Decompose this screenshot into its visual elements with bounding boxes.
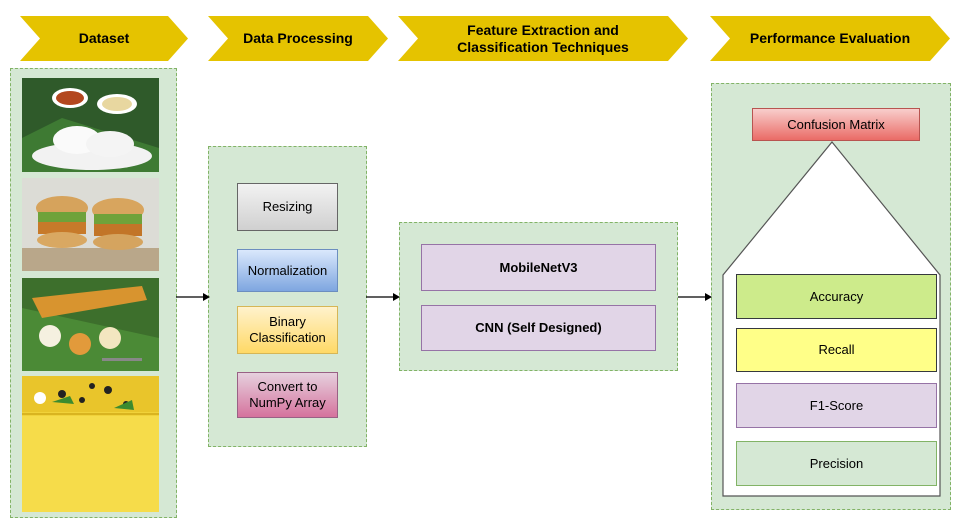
arrow-processing-to-models [366,293,400,301]
mobilenet-box: MobileNetV3 [421,244,656,291]
stage-performance-chevron: Performance Evaluation [710,16,950,61]
cnn-label: CNN (Self Designed) [475,320,602,335]
chevron-shape [398,16,688,61]
normalization-label: Normalization [247,262,328,278]
cnn-box: CNN (Self Designed) [421,305,656,351]
food-photo-vada-pav [22,178,159,271]
food-photo-idli [22,78,159,172]
stage-processing-chevron: Data Processing [208,16,388,61]
binary-line2: Classification [249,330,326,345]
binary-line1: Binary [269,314,306,329]
chevron-shape [710,16,950,61]
arrow-dataset-to-processing [176,293,210,301]
f1-score-box: F1-Score [736,383,937,428]
food-photo-dhokla [22,376,159,512]
stage-dataset-chevron: Dataset [20,16,188,61]
accuracy-box: Accuracy [736,274,937,319]
food-photo-dosa [22,278,159,371]
confusion-matrix-box: Confusion Matrix [752,108,920,141]
stage-feature-line2: Classification Techniques [457,38,629,55]
recall-label: Recall [818,342,855,357]
f1-score-label: F1-Score [809,397,864,413]
precision-box: Precision [736,441,937,486]
normalization-box: Normalization [237,249,338,292]
chevron-shape [20,16,188,61]
confusion-matrix-label: Confusion Matrix [787,116,885,132]
numpy-line2: NumPy Array [249,395,326,410]
stage-processing-label: Data Processing [243,30,353,46]
accuracy-label: Accuracy [809,288,864,304]
arrow-models-to-performance [678,293,712,301]
resizing-label: Resizing [262,199,313,214]
recall-box: Recall [736,328,937,372]
mobilenet-label: MobileNetV3 [499,259,578,275]
resizing-box: Resizing [237,183,338,231]
stage-performance-label: Performance Evaluation [749,30,911,46]
stage-feature-line1: Feature Extraction and [467,21,619,38]
chevron-shape [208,16,388,61]
stage-dataset-label: Dataset [78,30,130,46]
precision-label: Precision [809,455,864,471]
numpy-line1: Convert to [257,379,318,394]
